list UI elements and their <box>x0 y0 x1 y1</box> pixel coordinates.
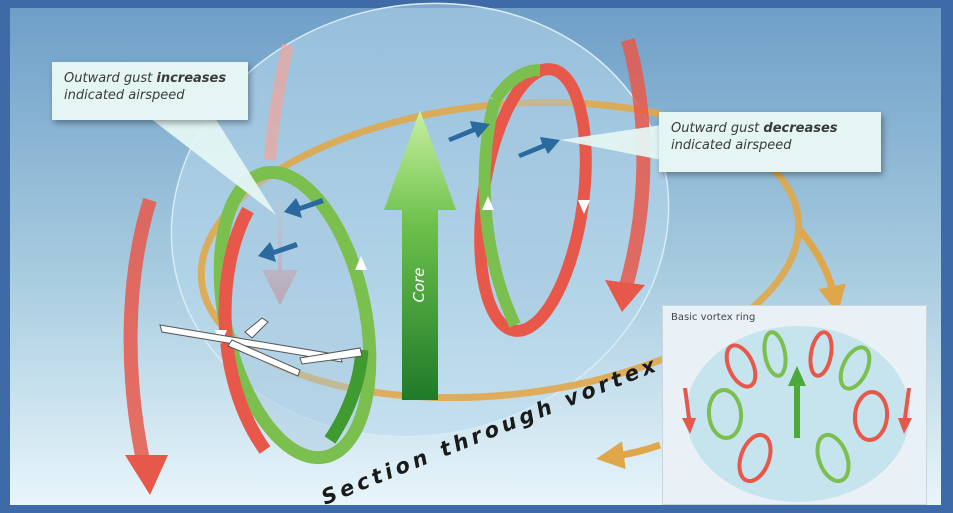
callout-left-pre: Outward gust <box>64 71 156 86</box>
inset-basic-vortex-ring: Basic vortex ring <box>662 305 927 505</box>
callout-left-post: indicated airspeed <box>64 87 236 104</box>
callout-right-pre: Outward gust <box>671 121 763 136</box>
callout-left-bold: increases <box>156 71 226 86</box>
callout-increases: Outward gust increases indicated airspee… <box>52 62 248 120</box>
callout-decreases: Outward gust decreases indicated airspee… <box>659 112 881 172</box>
callout-right-post: indicated airspeed <box>671 137 869 154</box>
inset-diagram <box>663 306 928 506</box>
callout-right-bold: decreases <box>763 121 837 136</box>
inset-title: Basic vortex ring <box>671 312 755 323</box>
core-label: Core <box>410 267 428 302</box>
